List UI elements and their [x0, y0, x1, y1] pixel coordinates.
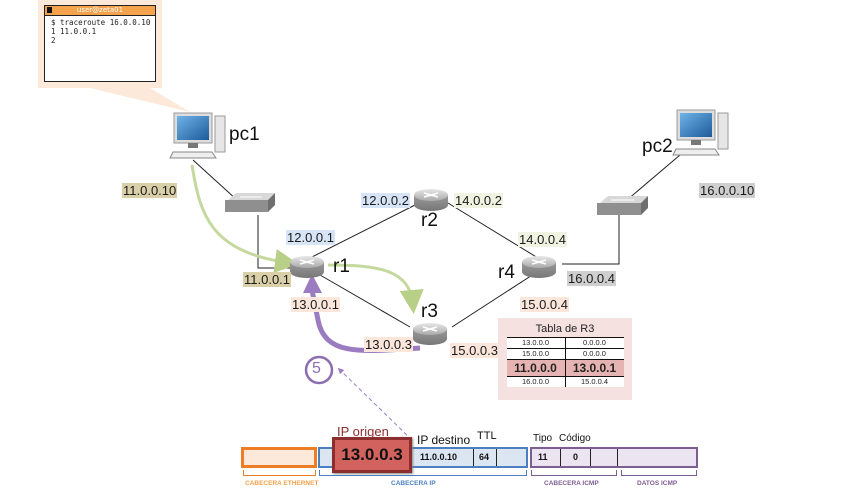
addr-r4-r2: 14.0.0.4 [518, 232, 567, 247]
addr-pc1: 11.0.0.10 [122, 183, 178, 198]
forward-path-pc1-r1 [190, 164, 299, 273]
router-r1-icon [290, 256, 324, 278]
terminal-line: $ traceroute 16.0.0.10 [51, 18, 151, 27]
ethernet-brace [243, 470, 316, 476]
terminal-titlebar: user@zeta01 [45, 6, 155, 16]
r3-label: r3 [421, 301, 438, 322]
tipo-field: 11 [538, 452, 548, 462]
switch-1 [225, 193, 275, 212]
terminal-line: 1 11.0.0.1 [51, 27, 97, 36]
addr-r3-r1: 13.0.0.3 [364, 337, 413, 352]
route-dest: 13.0.0.0 [506, 337, 566, 349]
ip-origen-label: IP origen [337, 424, 389, 439]
codigo-label: Código [559, 433, 591, 444]
pc1-label: pc1 [229, 124, 260, 145]
icmp-brace [531, 470, 617, 476]
caption-ip: CABECERA IP [391, 480, 436, 487]
addr-pc2: 16.0.0.10 [699, 183, 756, 198]
addr-r1-r2: 12.0.0.1 [286, 230, 335, 245]
return-path-arrowhead [303, 274, 322, 293]
pc2-label: pc2 [642, 136, 673, 157]
field-divider [496, 449, 497, 466]
terminal-line: 2 [51, 36, 56, 45]
caption-ethernet: CABECERA ETHERNET [245, 480, 319, 487]
route-next-hop: 13.0.0.1 [565, 359, 624, 377]
caption-icmp: CABECERA ICMP [544, 480, 599, 487]
router-r2-icon [414, 189, 448, 211]
link-r3-r4 [451, 269, 541, 328]
route-next-hop: 0.0.0.0 [565, 337, 624, 349]
route-next-hop: 15.0.0.4 [565, 376, 624, 387]
r4-label: r4 [498, 262, 515, 283]
router-r4-icon [522, 256, 556, 278]
ip-destino-label: IP destino [417, 433, 471, 447]
link-r4-switch2 [562, 215, 620, 265]
addr-r4-r3: 15.0.0.4 [520, 297, 569, 312]
codigo-field: 0 [573, 452, 579, 462]
addr-r1-r3: 13.0.0.1 [291, 297, 340, 312]
addr-r2-r4: 14.0.0.2 [454, 193, 503, 208]
caption-datos: DATOS ICMP [637, 480, 678, 487]
link-switch2-pc2 [626, 154, 681, 201]
ip-origen-field: 13.0.0.3 [332, 437, 412, 473]
ttl-field: 64 [479, 452, 490, 462]
forward-path-r1-r3 [327, 263, 424, 314]
route-dest: 16.0.0.0 [506, 376, 566, 387]
link-r1-r2 [309, 204, 416, 259]
addr-r4-lan: 16.0.0.4 [567, 271, 616, 286]
icmp-box [530, 447, 698, 468]
r2-label: r2 [421, 210, 438, 231]
routing-table-title: Tabla de R3 [535, 323, 595, 335]
step-circle [304, 355, 334, 385]
pc2-icon [672, 109, 729, 156]
field-divider [617, 449, 618, 466]
tipo-label: Tipo [533, 433, 553, 444]
field-divider [560, 449, 561, 466]
switch-2 [597, 196, 648, 215]
pc1-icon [169, 112, 226, 159]
terminal-output: $ traceroute 16.0.0.10 1 11.0.0.1 2 [45, 16, 155, 45]
ip-brace [319, 470, 527, 476]
ip-destino-field: 11.0.0.10 [420, 452, 458, 462]
addr-r1-lan: 11.0.0.1 [243, 272, 292, 287]
route-next-hop: 0.0.0.0 [565, 348, 624, 360]
ethernet-header-box [241, 447, 317, 468]
link-pc1-switch1 [192, 159, 238, 201]
router-r3-icon [413, 323, 447, 345]
field-divider [590, 449, 591, 466]
terminal-menu-icon [47, 7, 52, 13]
link-r1-r3 [319, 274, 411, 328]
link-r2-r4 [447, 202, 539, 259]
addr-r3-r4: 15.0.0.3 [450, 343, 499, 358]
route-dest: 11.0.0.0 [506, 359, 566, 377]
r1-label: r1 [333, 256, 350, 277]
terminal-window: user@zeta01 $ traceroute 16.0.0.10 1 11.… [44, 5, 156, 82]
step-number: 5 [312, 360, 321, 377]
packet-pointer-line [337, 367, 413, 441]
terminal-title: user@zeta01 [76, 6, 124, 14]
ttl-label: TTL [477, 430, 497, 442]
field-divider [473, 449, 474, 466]
datos-brace [621, 470, 697, 476]
addr-r2-r1: 12.0.0.2 [361, 193, 410, 208]
route-dest: 15.0.0.0 [506, 348, 566, 360]
